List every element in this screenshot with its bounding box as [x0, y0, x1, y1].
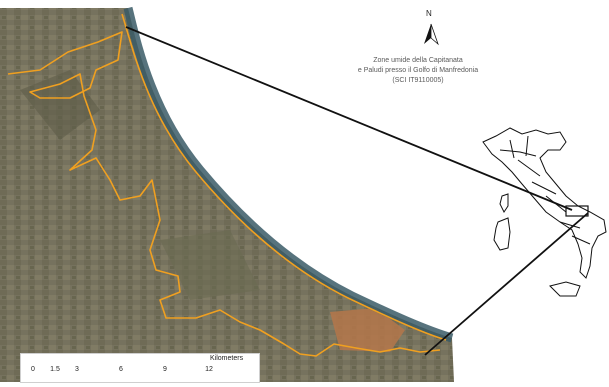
site-boundary-inland: [7, 31, 441, 357]
map-caption: Zone umide della Capitanata e Paludi pre…: [318, 56, 518, 86]
scale-tick-label: 6: [119, 366, 123, 373]
caption-line-3: (SCI IT9110005): [392, 77, 444, 84]
caption-line-1: Zone umide della Capitanata: [373, 57, 463, 64]
scale-tick-label: 12: [205, 366, 213, 373]
aerial-photo-patch: [20, 70, 100, 140]
coastline: [123, 6, 454, 343]
italy-regions: [499, 135, 591, 245]
caption-line-2: e Paludi presso il Golfo di Manfredonia: [357, 67, 479, 74]
italy-mainland: [482, 127, 607, 279]
scale-tick-label: 3: [75, 366, 79, 373]
callout-line-top: [125, 26, 573, 211]
salt-pans-area: [330, 308, 405, 352]
aerial-photo-land: [0, 8, 454, 382]
north-label: N: [426, 9, 432, 18]
sardinia-island: [493, 217, 511, 251]
scale-tick-label: 0: [31, 366, 35, 373]
north-arrow-icon: [424, 23, 439, 46]
aerial-photo-patch: [160, 230, 260, 300]
callout-line-bottom: [424, 212, 589, 356]
italy-inset-map: [482, 127, 607, 297]
scale-bar-box: [20, 353, 260, 383]
scale-tick-label: 9: [163, 366, 167, 373]
site-marker-rect: [565, 205, 589, 217]
corsica-island: [499, 193, 509, 213]
scale-unit-label: Kilometers: [210, 355, 244, 362]
scale-tick-label: 1.5: [50, 366, 60, 373]
site-boundary-coastal: [121, 13, 447, 341]
sicily-island: [549, 281, 581, 297]
